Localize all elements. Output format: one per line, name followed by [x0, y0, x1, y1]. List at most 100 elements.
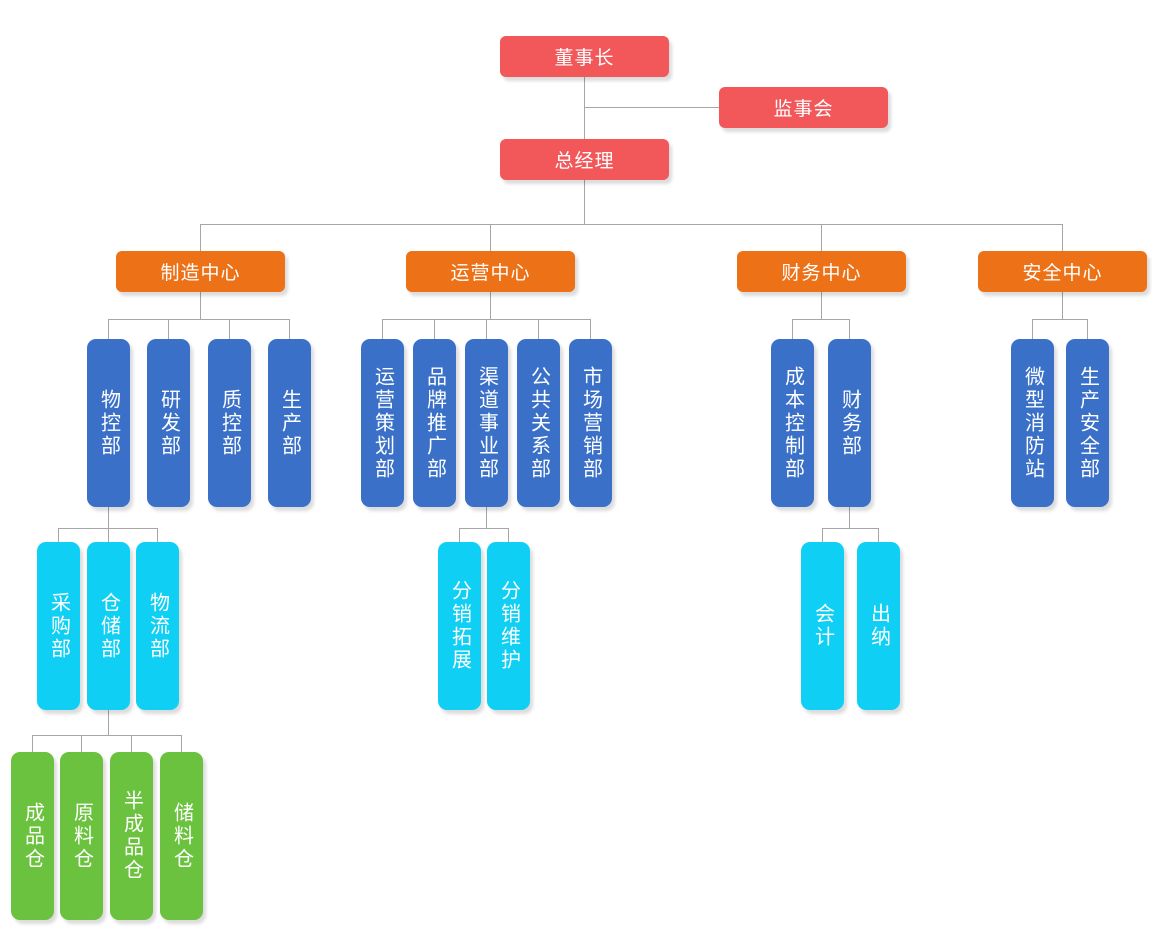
- node-distribution-expansion-label: 分销拓展: [448, 580, 471, 672]
- node-purchasing-dept[interactable]: 采购部: [37, 542, 80, 710]
- connector-line: [822, 528, 823, 542]
- node-channel-business-dept-label: 渠道事业部: [475, 365, 498, 481]
- node-logistics-dept-label: 物流部: [146, 591, 169, 661]
- connector-line: [822, 528, 879, 529]
- node-channel-business-dept[interactable]: 渠道事业部: [465, 339, 508, 507]
- connector-line: [58, 528, 59, 542]
- node-operations-planning-dept-label: 运营策划部: [371, 365, 394, 481]
- connector-line: [849, 319, 850, 339]
- node-cashier[interactable]: 出纳: [857, 542, 900, 710]
- connector-line: [486, 507, 487, 528]
- node-finance-dept-label: 财务部: [838, 388, 861, 458]
- connector-line: [849, 507, 850, 528]
- node-safety-center-label: 安全中心: [1022, 263, 1103, 284]
- node-public-relations-dept[interactable]: 公共关系部: [517, 339, 560, 507]
- connector-line: [486, 319, 487, 339]
- connector-line: [108, 319, 109, 339]
- connector-line: [108, 319, 290, 320]
- node-manufacturing-center[interactable]: 制造中心: [116, 251, 285, 292]
- node-finance-center-label: 财务中心: [781, 263, 862, 284]
- connector-line: [108, 710, 109, 735]
- node-brand-promotion-dept[interactable]: 品牌推广部: [413, 339, 456, 507]
- node-warehousing-dept[interactable]: 仓储部: [87, 542, 130, 710]
- node-operations-center-label: 运营中心: [450, 263, 531, 284]
- connector-line: [584, 77, 585, 139]
- node-distribution-expansion[interactable]: 分销拓展: [438, 542, 481, 710]
- connector-line: [1062, 224, 1063, 251]
- connector-line: [1062, 292, 1063, 319]
- connector-line: [32, 735, 33, 752]
- node-quality-control-dept-label: 质控部: [218, 388, 241, 458]
- connector-line: [434, 319, 435, 339]
- connector-line: [1032, 319, 1033, 339]
- node-accounting-label: 会计: [811, 603, 834, 649]
- node-raw-material-warehouse[interactable]: 原料仓: [60, 752, 103, 920]
- connector-line: [200, 292, 201, 319]
- node-general-manager[interactable]: 总经理: [500, 139, 669, 180]
- connector-line: [538, 319, 539, 339]
- connector-line: [878, 528, 879, 542]
- node-production-safety-dept[interactable]: 生产安全部: [1066, 339, 1109, 507]
- connector-line: [289, 319, 290, 339]
- connector-line: [459, 528, 509, 529]
- connector-line: [81, 735, 82, 752]
- node-micro-fire-station-label: 微型消防站: [1021, 365, 1044, 481]
- node-production-dept-label: 生产部: [278, 388, 301, 458]
- connector-line: [490, 292, 491, 319]
- node-accounting[interactable]: 会计: [801, 542, 844, 710]
- node-safety-center[interactable]: 安全中心: [978, 251, 1147, 292]
- node-operations-planning-dept[interactable]: 运营策划部: [361, 339, 404, 507]
- connector-line: [200, 224, 201, 251]
- node-general-manager-label: 总经理: [554, 151, 615, 172]
- node-storage-warehouse[interactable]: 储料仓: [160, 752, 203, 920]
- connector-line: [181, 735, 182, 752]
- node-raw-material-warehouse-label: 原料仓: [70, 801, 93, 871]
- node-distribution-maintenance-label: 分销维护: [497, 580, 520, 672]
- node-distribution-maintenance[interactable]: 分销维护: [487, 542, 530, 710]
- connector-line: [200, 224, 1063, 225]
- node-cost-control-dept-label: 成本控制部: [781, 365, 804, 481]
- node-rnd-dept[interactable]: 研发部: [147, 339, 190, 507]
- node-chairman-label: 董事长: [554, 48, 615, 69]
- connector-line: [32, 735, 182, 736]
- node-production-safety-dept-label: 生产安全部: [1076, 365, 1099, 481]
- node-supervisory-board-label: 监事会: [773, 99, 834, 120]
- node-warehousing-dept-label: 仓储部: [97, 591, 120, 661]
- node-material-control-dept-label: 物控部: [97, 388, 120, 458]
- node-material-control-dept[interactable]: 物控部: [87, 339, 130, 507]
- connector-line: [490, 224, 491, 251]
- connector-line: [590, 319, 591, 339]
- node-finished-goods-warehouse-label: 成品仓: [21, 801, 44, 871]
- connector-line: [508, 528, 509, 542]
- node-cashier-label: 出纳: [867, 603, 890, 649]
- node-semi-finished-warehouse[interactable]: 半成品仓: [110, 752, 153, 920]
- connector-line: [382, 319, 383, 339]
- connector-line: [168, 319, 169, 339]
- connector-line: [157, 528, 158, 542]
- node-cost-control-dept[interactable]: 成本控制部: [771, 339, 814, 507]
- node-storage-warehouse-label: 储料仓: [170, 801, 193, 871]
- node-brand-promotion-dept-label: 品牌推广部: [423, 365, 446, 481]
- node-finance-dept[interactable]: 财务部: [828, 339, 871, 507]
- node-supervisory-board[interactable]: 监事会: [719, 87, 888, 128]
- connector-line: [229, 319, 230, 339]
- node-micro-fire-station[interactable]: 微型消防站: [1011, 339, 1054, 507]
- node-marketing-dept[interactable]: 市场营销部: [569, 339, 612, 507]
- node-logistics-dept[interactable]: 物流部: [136, 542, 179, 710]
- connector-line: [131, 735, 132, 752]
- connector-line: [821, 292, 822, 319]
- node-quality-control-dept[interactable]: 质控部: [208, 339, 251, 507]
- node-finance-center[interactable]: 财务中心: [737, 251, 906, 292]
- node-manufacturing-center-label: 制造中心: [160, 263, 241, 284]
- connector-line: [792, 319, 850, 320]
- node-chairman[interactable]: 董事长: [500, 36, 669, 77]
- connector-line: [459, 528, 460, 542]
- node-operations-center[interactable]: 运营中心: [406, 251, 575, 292]
- connector-line: [792, 319, 793, 339]
- node-finished-goods-warehouse[interactable]: 成品仓: [11, 752, 54, 920]
- node-production-dept[interactable]: 生产部: [268, 339, 311, 507]
- node-semi-finished-warehouse-label: 半成品仓: [120, 790, 143, 882]
- connector-line: [108, 528, 109, 542]
- connector-line: [821, 224, 822, 251]
